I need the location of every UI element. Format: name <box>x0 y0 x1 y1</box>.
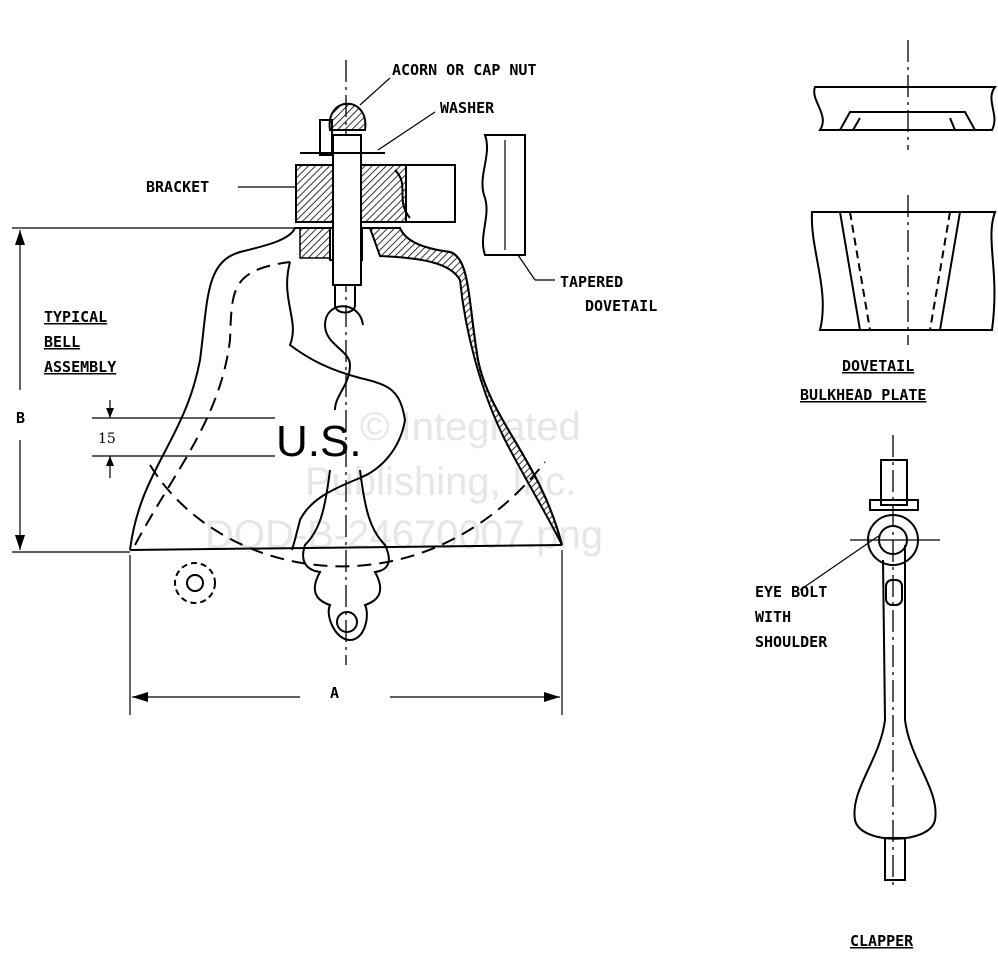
acorn-nut-label: ACORN OR CAP NUT <box>392 61 537 79</box>
bracket-label: BRACKET <box>146 178 209 196</box>
dim-b-label: B <box>16 409 25 427</box>
with-label: WITH <box>755 608 791 626</box>
dovetail-label: DOVETAIL <box>585 297 657 315</box>
bell-us-marking: U.S. <box>276 417 362 466</box>
clapper-detail: EYE BOLT WITH SHOULDER CLAPPER <box>755 435 940 950</box>
watermark-line-1: © Integrated <box>360 405 581 449</box>
assembly-label: ASSEMBLY <box>44 358 116 376</box>
dim-a-label: A <box>330 684 339 702</box>
clapper-title: CLAPPER <box>850 932 914 950</box>
dovetail-detail: DOVETAIL BULKHEAD PLATE <box>800 40 998 404</box>
typical-label: TYPICAL <box>44 308 107 326</box>
dimension-b: B <box>12 227 300 553</box>
dim-15-label: 15 <box>98 431 116 447</box>
bracket-assembly <box>295 102 456 286</box>
acorn-nut <box>328 102 367 131</box>
eye-bolt-label: EYE BOLT <box>755 583 827 601</box>
tapered-dovetail-plate <box>481 134 526 256</box>
shoulder-label: SHOULDER <box>755 633 828 651</box>
watermark-line-3: DOD-B-24670007.png <box>205 513 603 557</box>
bulkhead-plate-label: BULKHEAD PLATE <box>800 386 926 404</box>
leader-lines <box>238 77 881 591</box>
washer-label: WASHER <box>440 99 495 117</box>
bell-body: U.S. <box>129 227 563 642</box>
tapered-label: TAPERED <box>560 273 623 291</box>
dovetail-title: DOVETAIL <box>842 357 914 375</box>
bell-label: BELL <box>44 333 80 351</box>
dimension-15: 15 <box>92 400 275 478</box>
dimension-a: A <box>129 550 563 715</box>
